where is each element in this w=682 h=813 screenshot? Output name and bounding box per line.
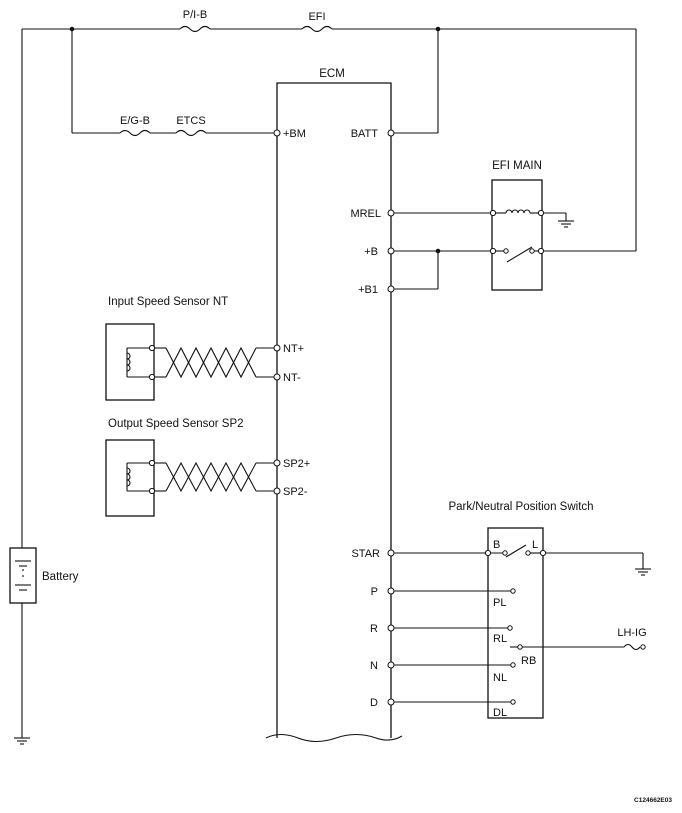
pin-nt-minus [273,373,281,381]
pin-sp2-plus [273,459,281,467]
pnp-terminal-pl: PL [493,597,506,609]
fuse-etcs-label: ETCS [176,115,205,127]
relay-contact-icon [506,246,533,263]
fuse-efi-label: EFI [308,11,325,23]
sensor-sp2-title: Output Speed Sensor SP2 [108,418,244,430]
pin-nt-plus [273,344,281,352]
pnp-terminal-rl: RL [493,633,507,645]
input-speed-sensor [105,323,274,401]
relay-title: EFI MAIN [492,160,542,172]
fuse-etcs-symbol [175,129,207,137]
twisted-pair-nt [165,346,257,379]
efi-main-relay [391,179,574,291]
fuse-pib-label: P/I-B [183,9,207,21]
pnp-terminal-l: L [532,539,538,551]
pin-p [387,587,395,595]
fuse-lhig-label: LH-IG [617,627,646,639]
fuse-efi-symbol [301,25,333,33]
ecm-title: ECM [319,68,345,80]
pin-mrel-label: MREL [350,208,381,220]
ecm-box [265,82,403,743]
pin-b-label: +B [364,246,378,258]
pin-nt-plus-label: NT+ [283,343,304,355]
pin-d-label: D [370,697,378,709]
pin-star-label: STAR [351,548,380,560]
pin-mrel [387,209,395,217]
pnp-contact-icon [505,544,527,558]
pnp-terminal-b: B [493,539,500,551]
fuse-lhig-symbol [623,643,641,651]
pin-r-label: R [370,623,378,635]
sensor-sp2-coil-icon [126,467,131,487]
pin-bm-label: +BM [283,128,306,140]
pnp-switch-title: Park/Neutral Position Switch [448,501,593,513]
twisted-pair-sp2 [165,461,257,493]
pin-sp2-minus-label: SP2- [283,486,308,498]
pin-n [387,661,395,669]
fuse-egb-label: E/G-B [120,115,150,127]
sensor-nt-coil-icon [126,352,131,372]
pnp-terminal-rb: RB [521,655,536,667]
output-speed-sensor [105,439,274,517]
battery-label: Battery [42,571,79,583]
pin-b1 [387,285,395,293]
pnp-terminal-nl: NL [493,672,507,684]
pnp-terminal-dl: DL [493,707,507,719]
pin-b1-label: +B1 [358,284,378,296]
pin-bm [273,129,281,137]
fuse-pib-symbol [179,25,211,33]
fuse-egb-symbol [119,129,151,137]
pin-n-label: N [370,660,378,672]
pin-d [387,698,395,706]
pin-r [387,624,395,632]
battery-symbol [9,547,37,745]
relay-coil-icon [505,209,531,214]
pin-batt [387,129,395,137]
power-bus [21,25,637,548]
pin-star [387,549,395,557]
pin-sp2-minus [273,487,281,495]
pin-b [387,247,395,255]
pnp-switch [391,527,651,719]
figure-code: C124662E03 [634,797,672,804]
pin-nt-minus-label: NT- [283,372,301,384]
sensor-nt-title: Input Speed Sensor NT [108,296,228,308]
pin-sp2-plus-label: SP2+ [283,458,310,470]
pin-p-label: P [371,586,378,598]
pin-batt-label: BATT [351,128,379,140]
